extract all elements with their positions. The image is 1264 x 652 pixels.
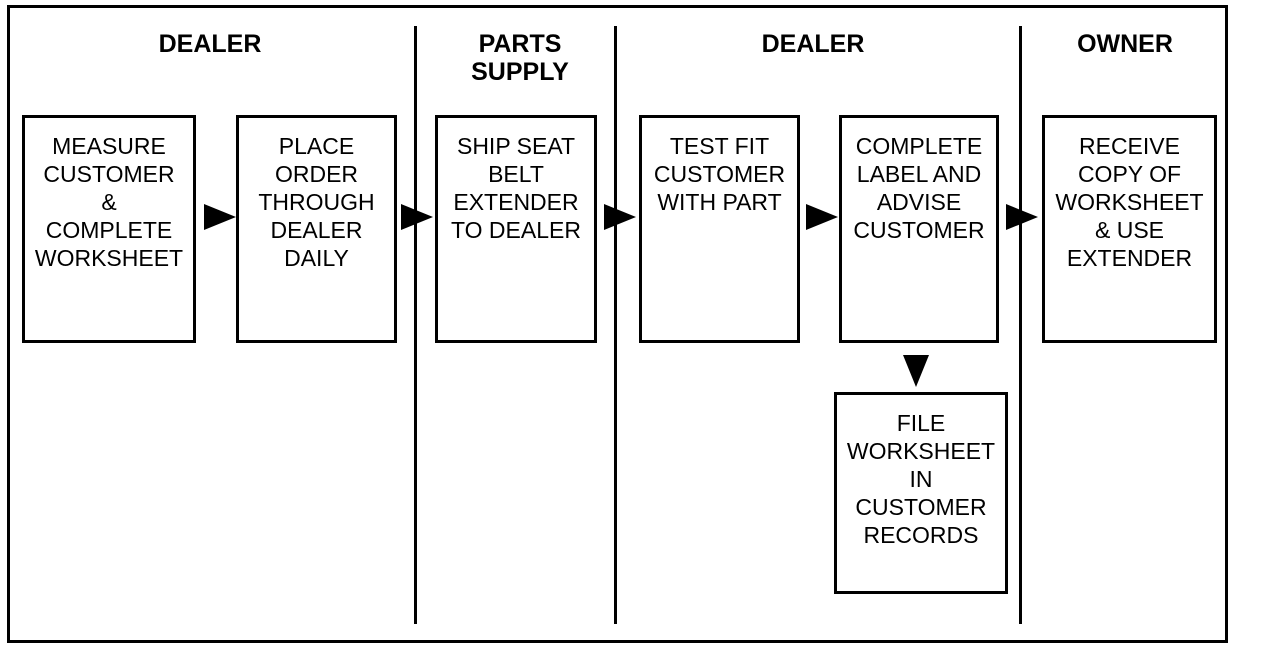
lane-divider-3 (1019, 26, 1022, 624)
step-test-fit: TEST FIT CUSTOMER WITH PART (639, 115, 800, 343)
diagram-frame (7, 5, 1228, 643)
arrow-down (903, 355, 929, 387)
step-file-worksheet: FILE WORKSHEET IN CUSTOMER RECORDS (834, 392, 1008, 594)
lane-title-owner: OWNER (1077, 30, 1173, 58)
arrow-right-5 (1006, 204, 1038, 230)
step-place-order: PLACE ORDER THROUGH DEALER DAILY (236, 115, 397, 343)
lane-divider-1 (414, 26, 417, 624)
arrow-right-2 (401, 204, 433, 230)
arrow-right-1 (204, 204, 236, 230)
arrow-right-4 (806, 204, 838, 230)
step-ship-extender: SHIP SEAT BELT EXTENDER TO DEALER (435, 115, 597, 343)
lane-title-dealer-1: DEALER (158, 30, 262, 58)
step-complete-label: COMPLETE LABEL AND ADVISE CUSTOMER (839, 115, 999, 343)
lane-title-dealer-2: DEALER (761, 30, 865, 58)
step-receive-copy: RECEIVE COPY OF WORKSHEET & USE EXTENDER (1042, 115, 1217, 343)
lane-divider-2 (614, 26, 617, 624)
arrow-right-3 (604, 204, 636, 230)
step-measure-customer: MEASURE CUSTOMER & COMPLETE WORKSHEET (22, 115, 196, 343)
lane-title-parts-supply: PARTS SUPPLY (471, 30, 569, 86)
